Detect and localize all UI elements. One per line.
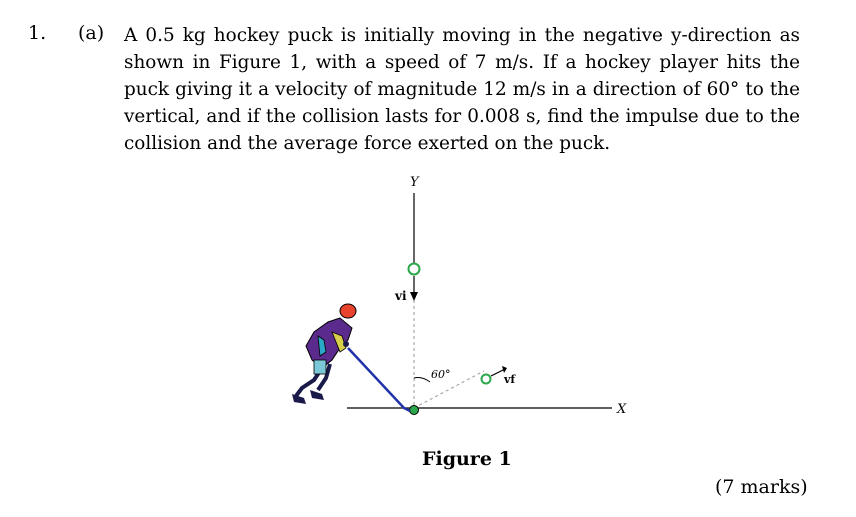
figure-caption: Figure 1 bbox=[422, 448, 512, 470]
initial-puck bbox=[407, 262, 421, 276]
final-puck bbox=[480, 373, 492, 385]
vi-arrowhead bbox=[410, 292, 418, 301]
hockey-stick bbox=[347, 347, 411, 413]
angle-arc bbox=[413, 377, 431, 383]
hockey-player bbox=[292, 303, 357, 404]
vf-arrow bbox=[490, 368, 506, 377]
question-number: 1. bbox=[28, 22, 47, 44]
y-axis-label: Y bbox=[410, 175, 420, 190]
question-part: (a) bbox=[78, 22, 105, 44]
vf-label: vf bbox=[503, 373, 516, 386]
question-text: A 0.5 kg hockey puck is initially moving… bbox=[124, 25, 800, 154]
vf-direction-dashed bbox=[413, 370, 485, 409]
vi-label: vi bbox=[394, 289, 407, 303]
contact-puck bbox=[409, 405, 419, 415]
marks-label: (7 marks) bbox=[715, 476, 808, 498]
x-axis-label: X bbox=[616, 402, 627, 417]
angle-label: 60° bbox=[431, 368, 451, 381]
vf-arrowhead bbox=[502, 366, 507, 373]
